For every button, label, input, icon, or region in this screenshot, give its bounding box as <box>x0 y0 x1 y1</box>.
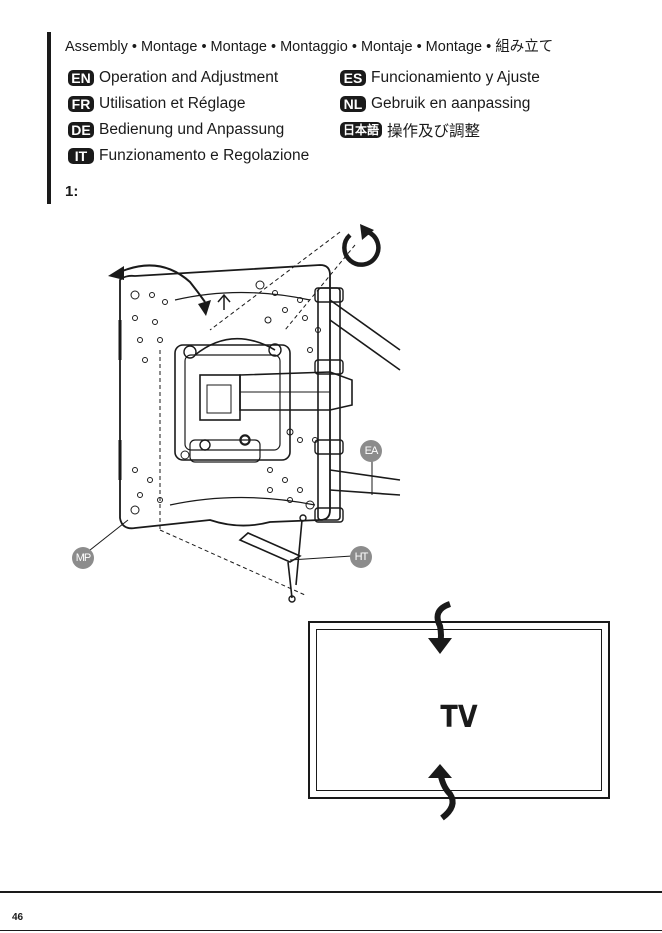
lang-text: 操作及び調整 <box>387 119 480 141</box>
lang-text: Bedienung und Anpassung <box>99 121 284 139</box>
lang-item-es: ES Funcionamiento y Ajuste <box>340 68 540 88</box>
guide-lines <box>160 232 355 595</box>
lang-text: Funcionamiento y Ajuste <box>371 69 540 87</box>
tv-rotate-arrows <box>420 596 470 826</box>
lang-code-badge: ES <box>340 70 366 86</box>
lang-item-de: DE Bedienung und Anpassung <box>68 120 284 140</box>
footer-bottom-rule <box>0 930 662 931</box>
lang-code-badge: IT <box>68 148 94 164</box>
lang-item-fr: FR Utilisation et Réglage <box>68 94 245 114</box>
page-number: 46 <box>12 912 23 923</box>
lang-code-badge: FR <box>68 96 94 112</box>
lang-item-it: IT Funzionamento e Regolazione <box>68 146 309 166</box>
callout-mp-badge: MP <box>72 547 94 569</box>
lang-code-badge: DE <box>68 122 94 138</box>
section-title: Assembly • Montage • Montage • Montaggio… <box>65 35 553 56</box>
lang-item-en: EN Operation and Adjustment <box>68 68 278 88</box>
rotate-arrow-icon <box>344 224 378 265</box>
rotate-bottom-arrow-icon <box>428 764 453 818</box>
step-number: 1: <box>65 183 78 200</box>
callout-ht-badge: HT <box>350 546 372 568</box>
hinge-pole <box>315 288 343 522</box>
left-accent-bar <box>47 32 51 204</box>
lang-code-badge: 日本語 <box>340 122 382 138</box>
lang-code-badge: EN <box>68 70 94 86</box>
lang-text: Utilisation et Réglage <box>99 95 245 113</box>
plate-holes <box>131 281 321 514</box>
tilt-bracket <box>175 339 290 462</box>
up-arrow-icon <box>218 295 230 310</box>
callout-leaders <box>85 452 372 560</box>
hex-key-tool <box>240 515 306 602</box>
lang-item-nl: NL Gebruik en aanpassing <box>340 94 530 114</box>
mount-assembly-diagram <box>0 215 662 605</box>
footer-divider <box>0 891 662 893</box>
mounting-plate <box>120 265 330 528</box>
lang-text: Funzionamento e Regolazione <box>99 147 309 165</box>
lang-code-badge: NL <box>340 96 366 112</box>
lang-item-ja: 日本語 操作及び調整 <box>340 120 480 140</box>
lang-text: Gebruik en aanpassing <box>371 95 530 113</box>
lang-text: Operation and Adjustment <box>99 69 278 87</box>
callout-ea-badge: EA <box>360 440 382 462</box>
rotate-top-arrow-icon <box>428 604 452 654</box>
